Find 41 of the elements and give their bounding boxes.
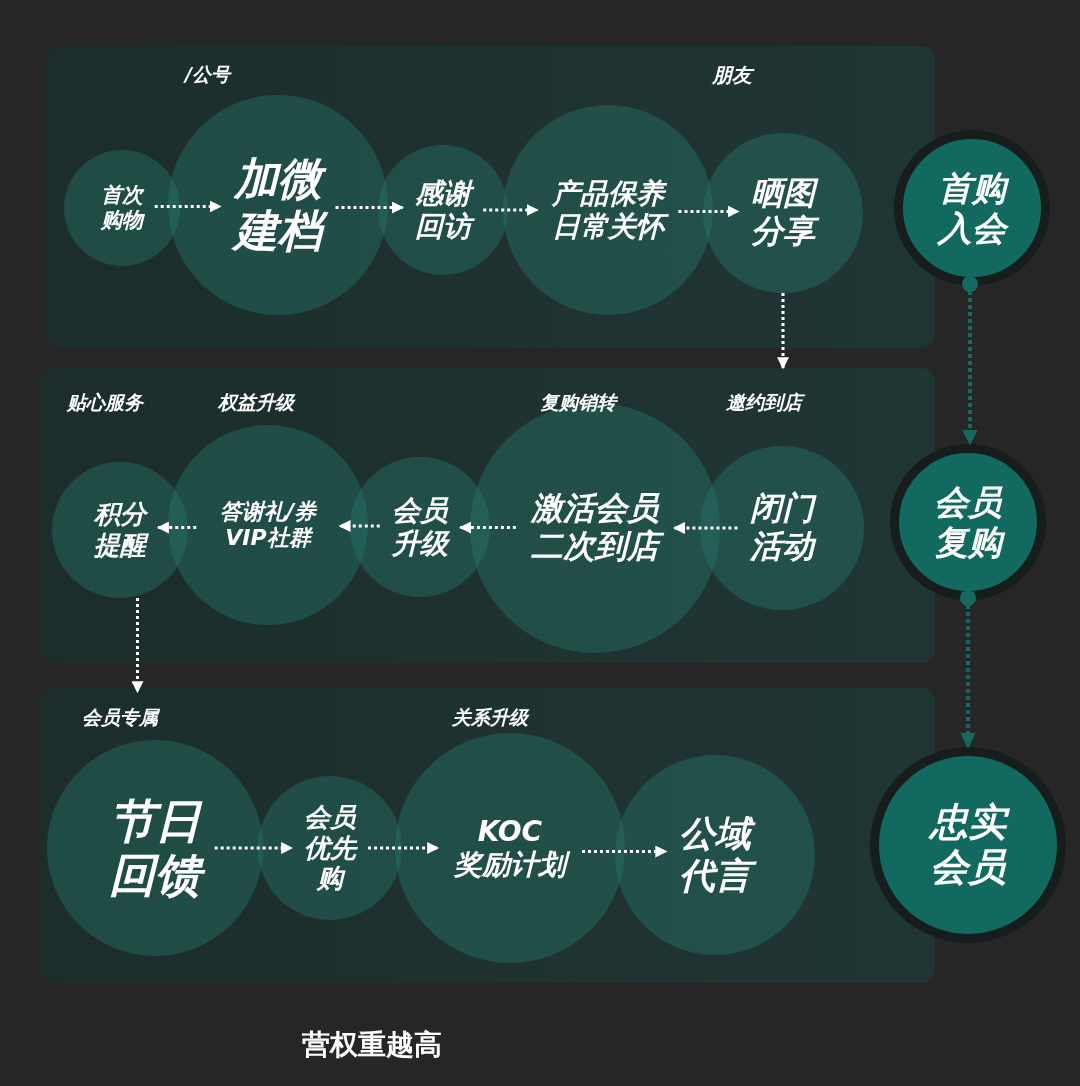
stage-label: 闭门活动 xyxy=(745,490,819,566)
stage-label: 晒图分享 xyxy=(746,175,820,251)
dotted-arrow xyxy=(582,845,668,858)
stage-label: 会员升级 xyxy=(390,493,451,561)
dotted-arrow xyxy=(214,842,294,854)
dotted-arrow xyxy=(960,590,976,749)
stage-label: 产品保养日常关怀 xyxy=(545,176,671,244)
dotted-arrow xyxy=(672,522,738,534)
dotted-arrow xyxy=(962,276,978,446)
dotted-arrow xyxy=(156,521,197,534)
stage-label: 答谢礼/券 VIP社群 xyxy=(219,499,318,551)
stage-label: 公域代言 xyxy=(674,812,756,898)
dotted-arrow xyxy=(459,521,516,534)
stage-label: 忠实会员 xyxy=(924,800,1012,890)
stage-caption: 权益升级 xyxy=(218,390,294,415)
panel-background xyxy=(40,368,935,663)
panel-background xyxy=(46,46,935,348)
stage-label: 感谢回访 xyxy=(410,176,476,244)
stage-label: 加微建档 xyxy=(228,153,328,257)
dotted-arrow xyxy=(338,520,380,532)
dotted-arrow xyxy=(368,842,440,854)
dotted-arrow xyxy=(154,200,222,213)
stage-label: 会员复购 xyxy=(929,481,1007,563)
stage-label: 首购入会 xyxy=(933,167,1011,249)
dotted-arrow xyxy=(335,201,404,214)
stage-label: 激活会员二次到店 xyxy=(523,490,667,566)
stage-label: 积分提醒 xyxy=(89,499,151,561)
stage-caption: 复购销转 xyxy=(540,390,616,415)
stage-caption: /公号 xyxy=(185,62,230,87)
stage-label: KOC奖励计划 xyxy=(446,814,574,882)
stage-caption: 关系升级 xyxy=(452,705,528,730)
dotted-arrow xyxy=(131,598,144,694)
dotted-arrow xyxy=(678,205,740,218)
stage-label: 节日回馈 xyxy=(103,793,207,903)
stage-label: 会员优先购 xyxy=(303,802,359,894)
dotted-arrow xyxy=(777,293,789,370)
footer-text: 营权重越高 xyxy=(302,1027,442,1063)
stage-caption: 会员专属 xyxy=(82,705,158,730)
stage-label: 首次购物 xyxy=(99,183,146,233)
dotted-arrow xyxy=(483,204,539,216)
stage-caption: 贴心服务 xyxy=(67,390,143,415)
